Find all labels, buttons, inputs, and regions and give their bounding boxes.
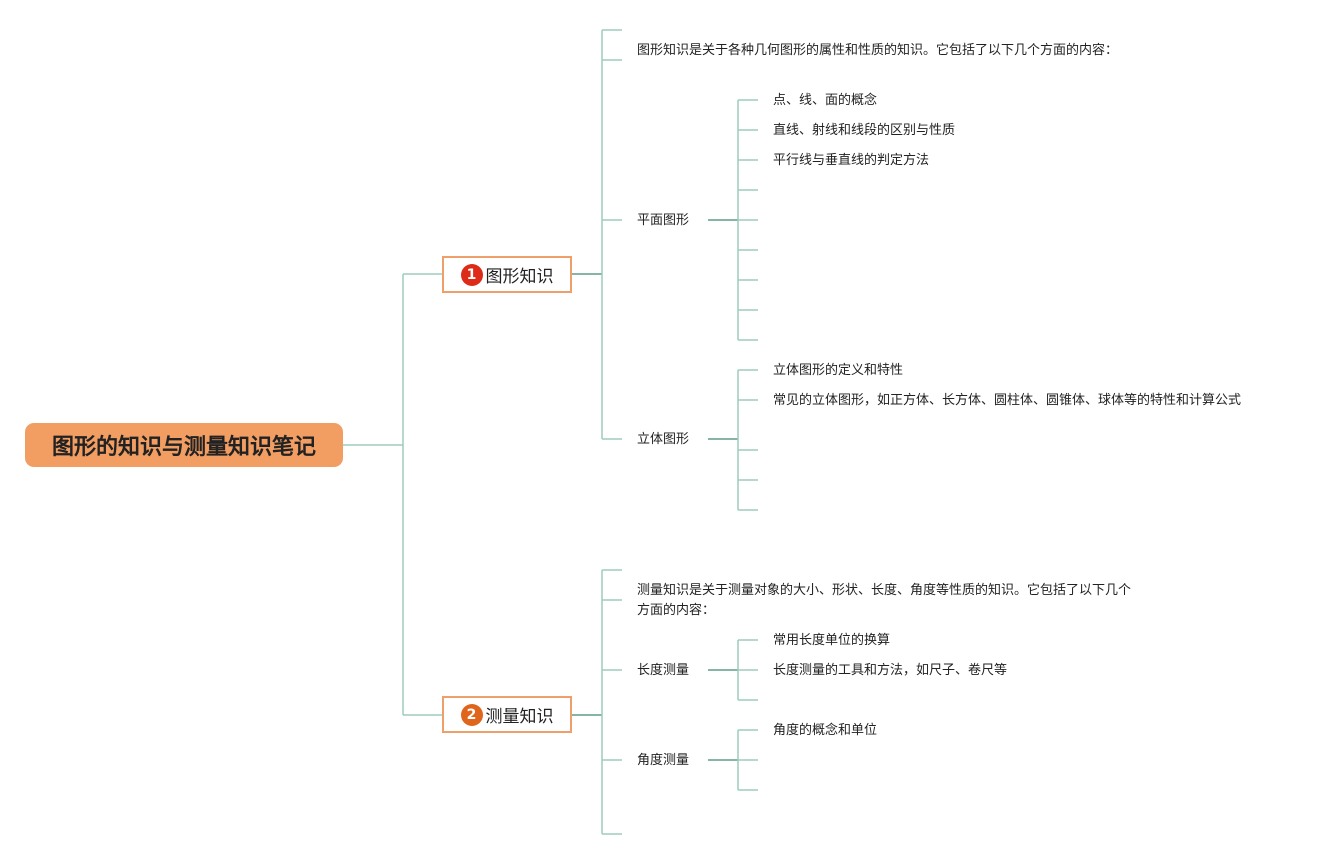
solid-item-2[interactable]: 常见的立体图形，如正方体、长方体、圆柱体、圆锥体、球体等的特性和计算公式 xyxy=(773,393,1242,408)
angle-item-1[interactable]: 角度的概念和单位 xyxy=(773,723,878,738)
topic-solid-figures[interactable]: 立体图形 xyxy=(637,432,690,447)
root-topic[interactable]: 图形的知识与测量知识笔记 xyxy=(25,423,343,467)
graphics-intro-text[interactable]: 图形知识是关于各种几何图形的属性和性质的知识。它包括了以下几个方面的内容： xyxy=(637,43,1119,58)
plane-item-3[interactable]: 平行线与垂直线的判定方法 xyxy=(773,153,930,168)
number-1-badge-icon: 1 xyxy=(460,263,483,286)
measurement-intro-text[interactable]: 测量知识是关于测量对象的大小、形状、长度、角度等性质的知识。它包括了以下几个方面… xyxy=(637,583,1132,618)
solid-item-1[interactable]: 立体图形的定义和特性 xyxy=(773,363,904,378)
branch-label: 测量知识 xyxy=(485,707,554,727)
length-item-1[interactable]: 常用长度单位的换算 xyxy=(773,633,891,648)
plane-item-1[interactable]: 点、线、面的概念 xyxy=(773,93,878,108)
branch-measurement-knowledge[interactable]: 2 测量知识 xyxy=(442,696,572,733)
root-topic-label: 图形的知识与测量知识笔记 xyxy=(51,435,316,460)
plane-item-2[interactable]: 直线、射线和线段的区别与性质 xyxy=(773,123,956,138)
number-2-badge-icon: 2 xyxy=(460,703,483,726)
topic-length-measurement[interactable]: 长度测量 xyxy=(637,663,690,678)
branch-graphics-knowledge[interactable]: 1 图形知识 xyxy=(442,256,572,293)
length-item-2[interactable]: 长度测量的工具和方法，如尺子、卷尺等 xyxy=(773,663,1008,678)
branch-label: 图形知识 xyxy=(485,267,554,287)
topic-angle-measurement[interactable]: 角度测量 xyxy=(637,753,690,768)
topic-plane-figures[interactable]: 平面图形 xyxy=(637,213,690,228)
